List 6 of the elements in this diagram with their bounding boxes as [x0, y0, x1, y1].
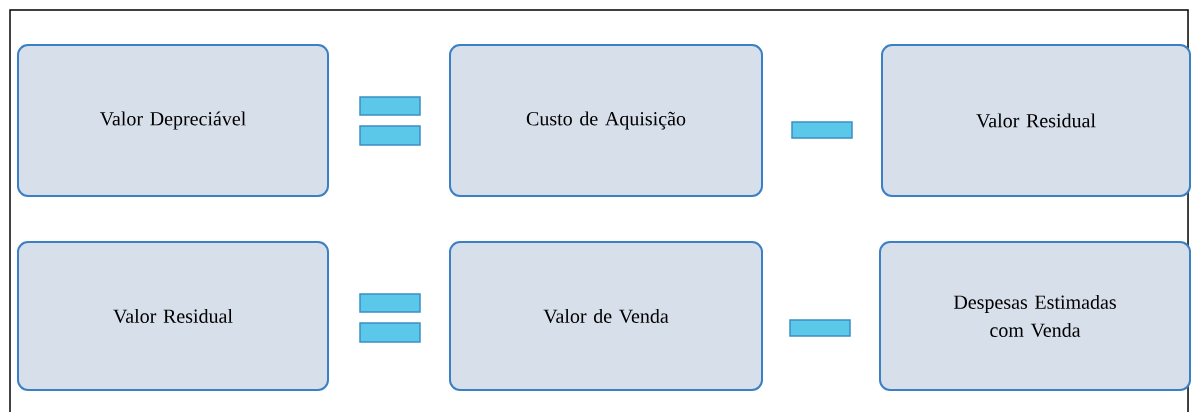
process-box: Valor Residual	[881, 44, 1191, 197]
process-box: Valor Residual	[17, 241, 329, 391]
process-box: Despesas Estimadas com Venda	[879, 241, 1191, 391]
process-box: Custo de Aquisição	[449, 44, 763, 197]
process-box: Valor Depreciável	[17, 44, 329, 197]
process-box: Valor de Venda	[449, 241, 763, 391]
